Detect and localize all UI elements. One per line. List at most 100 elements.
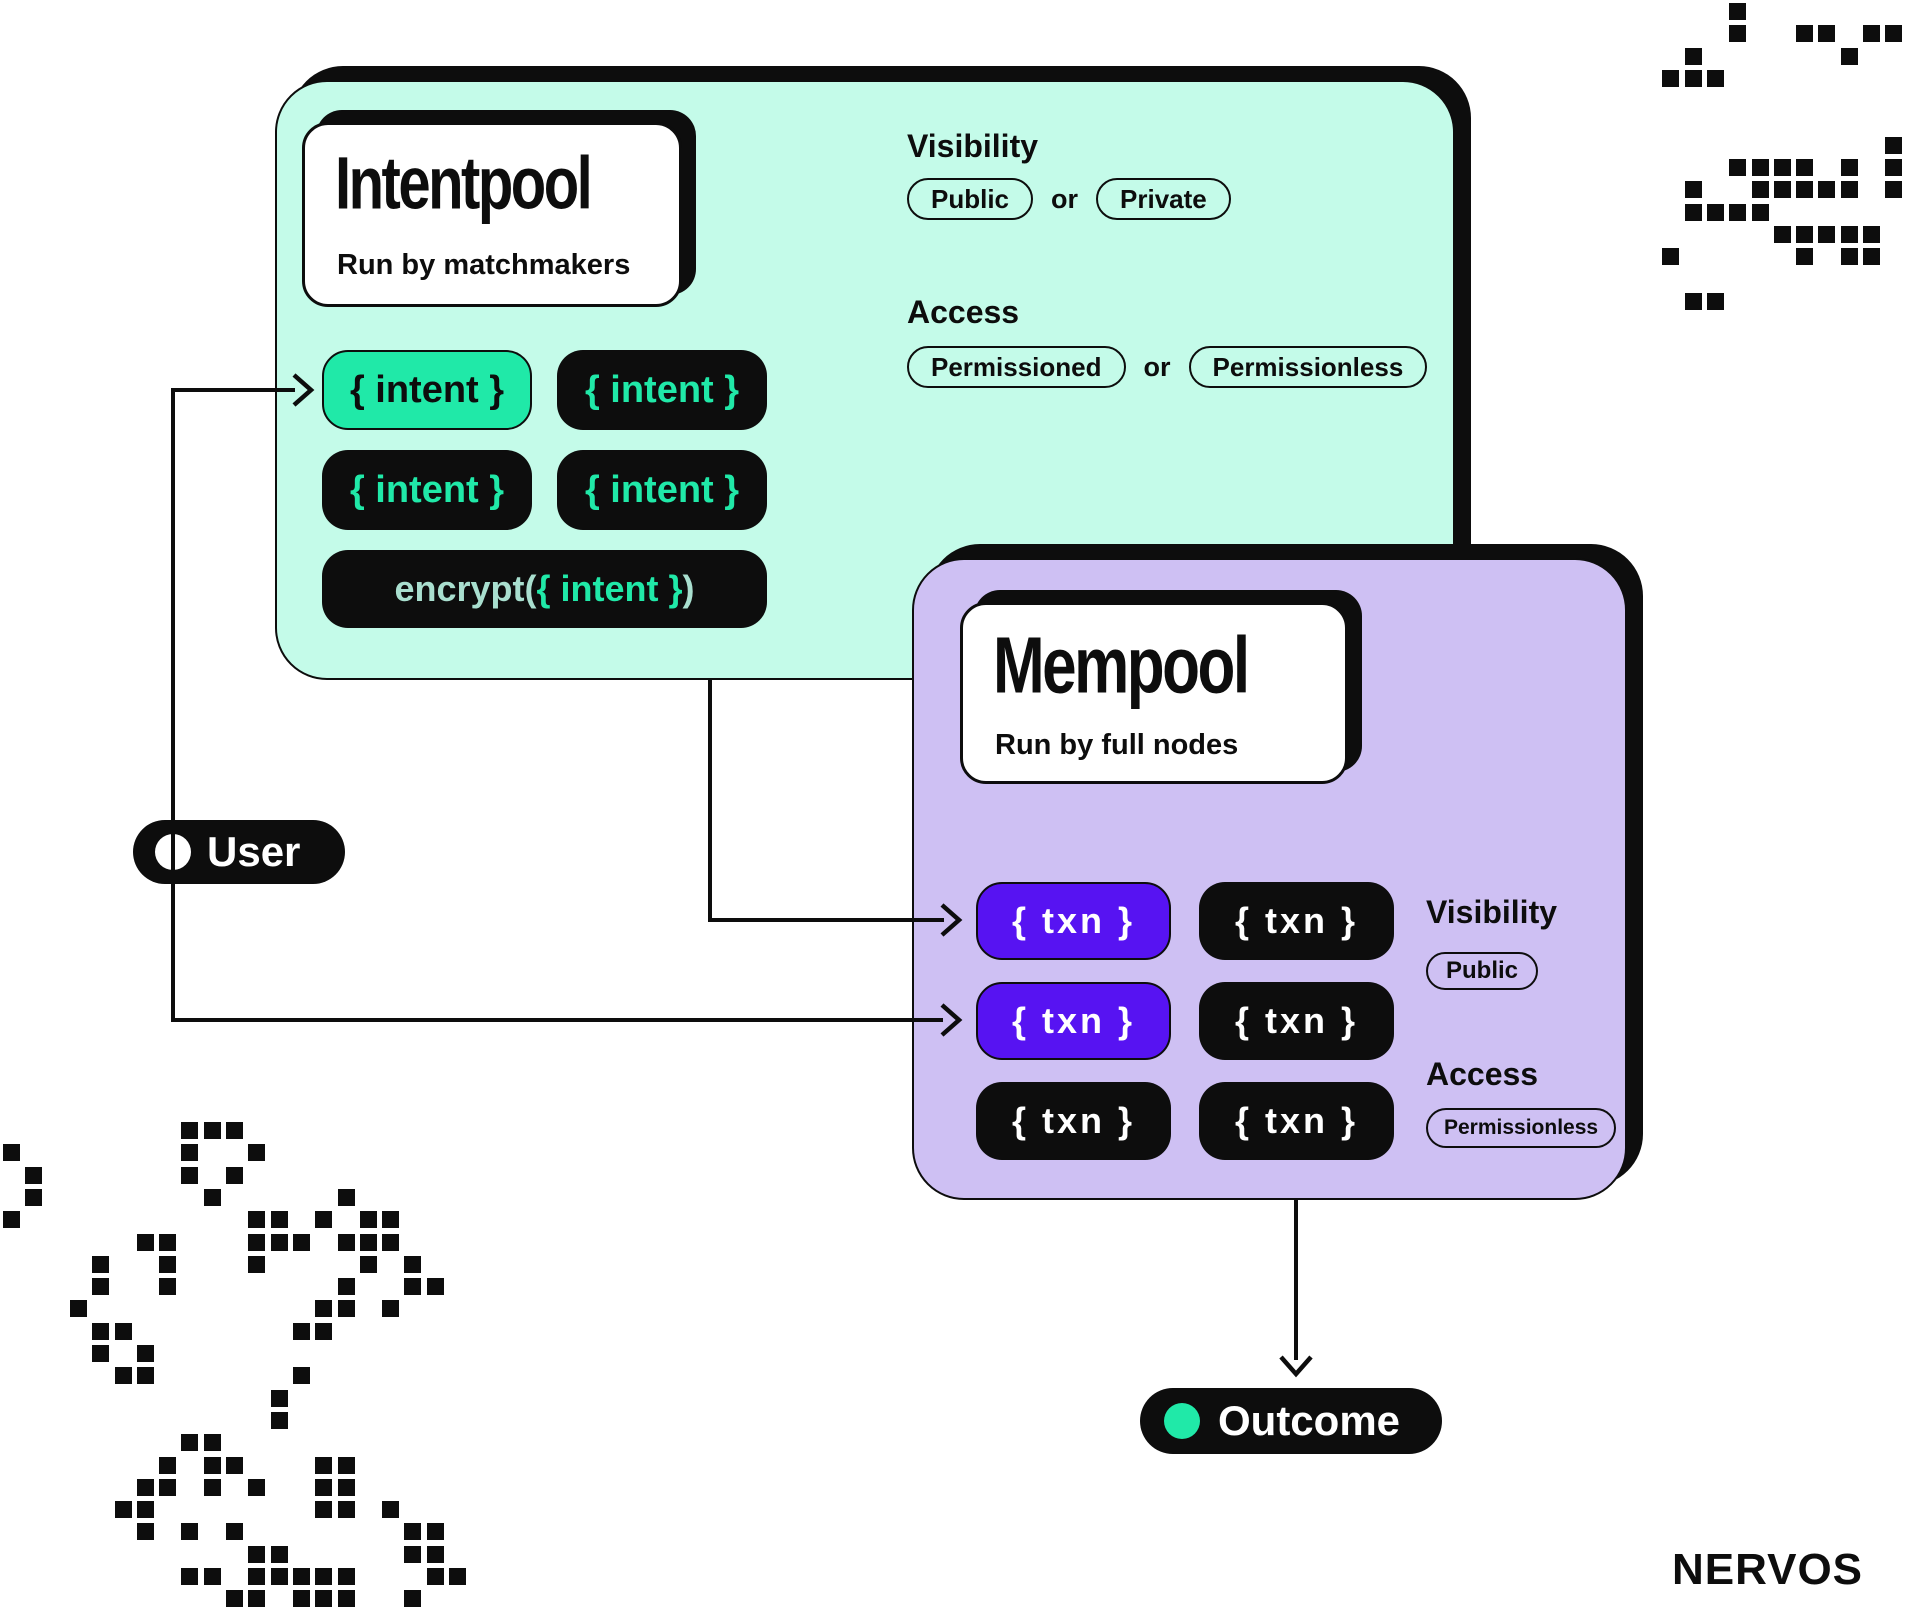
pixel-square: [426, 1545, 444, 1563]
pixel-square: [248, 1478, 266, 1496]
pixel-square: [292, 1367, 310, 1385]
arrow-head-right-icon: [292, 373, 315, 407]
pixel-square: [3, 1211, 20, 1229]
pixel-square: [292, 1590, 310, 1608]
arrow-head-right-icon: [940, 1003, 963, 1037]
outcome-label: Outcome: [1218, 1397, 1401, 1444]
encrypt-prefix: encrypt(: [394, 568, 537, 609]
pixel-square: [181, 1144, 199, 1162]
pixel-square: [292, 1568, 310, 1585]
pixel-square: [359, 1255, 377, 1273]
txn-chip: { txn }: [976, 882, 1171, 960]
pixel-square: [337, 1568, 355, 1585]
pixel-square: [292, 1233, 310, 1251]
pixel-square: [226, 1523, 243, 1541]
pixel-square: [25, 1188, 43, 1206]
pixel-square: [315, 1478, 333, 1496]
pixel-square: [181, 1568, 199, 1585]
pixel-square: [1818, 226, 1836, 243]
pixel-square: [1706, 203, 1724, 221]
intent-chip-grid: { intent }{ intent }{ intent }{ intent }: [322, 350, 767, 530]
pixel-square: [136, 1367, 154, 1385]
user-node: User: [133, 820, 345, 884]
pixel-square: [337, 1233, 355, 1251]
pixel-square: [1684, 47, 1702, 65]
pixel-square: [92, 1278, 110, 1296]
access-option-permissionless: Permissionless: [1426, 1108, 1617, 1148]
pixel-square: [203, 1434, 221, 1452]
pixel-square: [1818, 181, 1836, 199]
pixel-square: [1729, 25, 1747, 43]
intentpool-to-mempool-arrow-line: [708, 680, 712, 922]
pixel-square: [270, 1233, 288, 1251]
pixel-square: [1706, 69, 1724, 87]
pixel-square: [203, 1188, 221, 1206]
pixel-square: [114, 1322, 132, 1340]
pixel-square: [1684, 181, 1702, 199]
mempool-access-options: Permissionless: [1426, 1108, 1617, 1148]
pixel-square: [1662, 248, 1680, 266]
pixel-square: [203, 1122, 221, 1139]
pixel-square: [426, 1278, 444, 1296]
arrow-head-down-icon: [1279, 1355, 1313, 1378]
pixel-square: [226, 1166, 243, 1184]
pixel-square: [226, 1456, 243, 1474]
mempool-title: Mempool: [993, 621, 1250, 711]
pixel-square: [248, 1144, 266, 1162]
intentpool-to-mempool-arrow-line: [708, 918, 944, 922]
intentpool-title: Intentpool: [335, 141, 593, 226]
user-to-mempool-arrow-line: [171, 1018, 943, 1022]
pixel-square: [404, 1590, 422, 1608]
pixel-square: [181, 1122, 199, 1139]
user-to-intentpool-arrow-line: [171, 388, 175, 1022]
pixel-square: [1840, 159, 1858, 177]
pixel-square: [1729, 3, 1747, 20]
pixel-square: [1751, 181, 1769, 199]
pixel-square: [1662, 69, 1680, 87]
user-label: User: [207, 828, 301, 875]
pixel-square: [315, 1590, 333, 1608]
pixel-square: [1840, 248, 1858, 266]
pixel-square: [1684, 69, 1702, 87]
pixel-square: [136, 1345, 154, 1362]
pixel-square: [248, 1233, 266, 1251]
encrypt-suffix: ): [682, 568, 695, 609]
pixel-square: [92, 1345, 110, 1362]
pixel-square: [382, 1300, 400, 1318]
pixel-square: [136, 1478, 154, 1496]
pixel-square: [382, 1233, 400, 1251]
intentpool-visibility-options: Public or Private: [907, 178, 1231, 220]
pixel-square: [337, 1188, 355, 1206]
pixel-square: [315, 1300, 333, 1318]
outcome-dot-icon: [1164, 1403, 1200, 1439]
pixel-square: [1818, 25, 1836, 43]
txn-chip: { txn }: [1199, 982, 1394, 1060]
pixel-square: [136, 1523, 154, 1541]
pixel-square: [337, 1590, 355, 1608]
intentpool-subtitle: Run by matchmakers: [337, 249, 631, 281]
access-option-permissionless: Permissionless: [1188, 346, 1428, 388]
pixel-square: [1773, 159, 1791, 177]
pixel-square: [1796, 226, 1814, 243]
pixel-square: [114, 1501, 132, 1519]
pixel-square: [1885, 159, 1903, 177]
mempool-subtitle: Run by full nodes: [995, 729, 1239, 761]
or-text: or: [1143, 351, 1171, 382]
visibility-option-public: Public: [1426, 952, 1539, 990]
pixel-square: [181, 1434, 199, 1452]
pixel-square: [1796, 248, 1814, 266]
pixel-square: [203, 1568, 221, 1585]
txn-chip-grid: { txn }{ txn }{ txn }{ txn }{ txn }{ txn…: [976, 882, 1394, 1160]
pixel-square: [1840, 181, 1858, 199]
intent-chip: { intent }: [557, 450, 767, 530]
pixel-square: [1840, 226, 1858, 243]
pixel-square: [136, 1233, 154, 1251]
pixel-square: [1684, 203, 1702, 221]
pixel-square: [315, 1456, 333, 1474]
pixel-square: [404, 1545, 422, 1563]
pixel-square: [270, 1411, 288, 1429]
pixel-square: [1885, 136, 1903, 154]
pixel-square: [92, 1322, 110, 1340]
mempool-visibility-label: Visibility: [1426, 894, 1558, 930]
